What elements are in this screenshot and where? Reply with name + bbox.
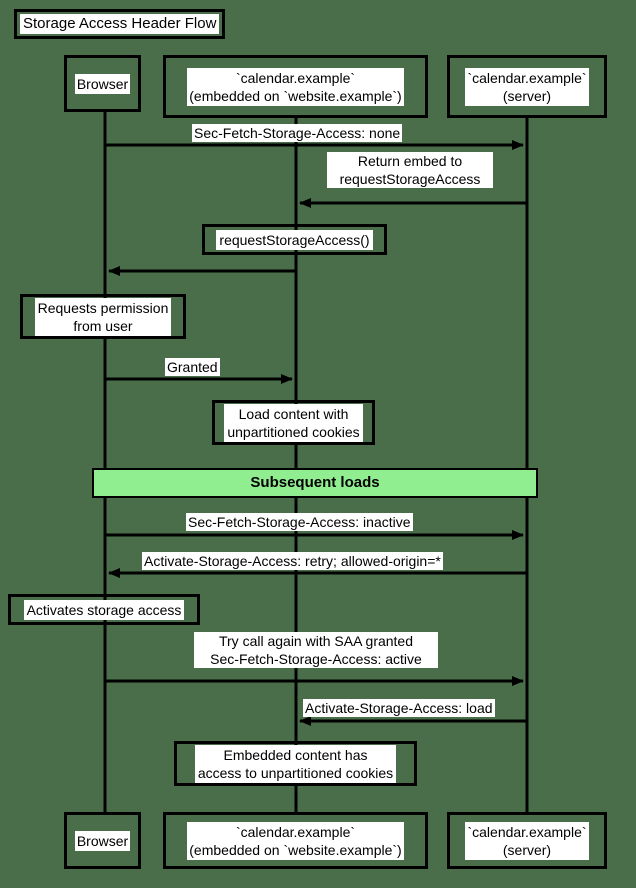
actor-browser-top[interactable]: Browser [64, 55, 141, 112]
diagram-title-box: Storage Access Header Flow [14, 9, 226, 39]
actor-browser-top-label: Browser [74, 73, 131, 94]
note-embedded-content-access-label: Embedded content has access to unpartiti… [194, 744, 397, 783]
note-activates-storage-access: Activates storage access [8, 594, 200, 625]
note-requests-permission: Requests permission from user [20, 294, 186, 339]
actor-server-bottom-label: `calendar.example` (server) [465, 821, 589, 860]
actor-server-top-label: `calendar.example` (server) [465, 67, 589, 106]
actor-embed-bottom[interactable]: `calendar.example` (embedded on `website… [163, 812, 428, 869]
message-label-m6: Activate-Storage-Access: retry; allowed-… [142, 552, 443, 570]
note-activates-storage-access-label: Activates storage access [23, 599, 185, 620]
message-label-m7: Try call again with SAA granted Sec-Fetc… [194, 632, 438, 668]
actor-browser-bottom[interactable]: Browser [64, 812, 141, 869]
note-embedded-content-access: Embedded content has access to unpartiti… [174, 741, 417, 786]
actor-embed-top[interactable]: `calendar.example` (embedded on `website… [163, 55, 428, 118]
actor-browser-bottom-label: Browser [74, 830, 131, 851]
actor-server-top[interactable]: `calendar.example` (server) [447, 55, 607, 118]
message-label-m4: Granted [165, 358, 220, 376]
note-load-content-label: Load content with unpartitioned cookies [224, 403, 363, 442]
note-request-storage-access-label: requestStorageAccess() [216, 229, 373, 250]
actor-embed-bottom-label: `calendar.example` (embedded on `website… [187, 821, 404, 860]
actor-server-bottom[interactable]: `calendar.example` (server) [447, 812, 607, 869]
note-load-content: Load content with unpartitioned cookies [212, 400, 375, 445]
divider-subsequent-loads: Subsequent loads [92, 468, 538, 498]
actor-embed-top-label: `calendar.example` (embedded on `website… [187, 67, 404, 106]
message-label-m5: Sec-Fetch-Storage-Access: inactive [186, 513, 413, 531]
page-title: Storage Access Header Flow [20, 14, 220, 34]
note-requests-permission-label: Requests permission from user [34, 297, 172, 336]
note-request-storage-access: requestStorageAccess() [202, 224, 387, 255]
divider-subsequent-loads-label: Subsequent loads [250, 474, 380, 491]
message-label-m1: Sec-Fetch-Storage-Access: none [192, 124, 403, 142]
message-label-m8: Activate-Storage-Access: load [303, 699, 495, 717]
message-label-m2: Return embed to requestStorageAccess [327, 152, 493, 188]
